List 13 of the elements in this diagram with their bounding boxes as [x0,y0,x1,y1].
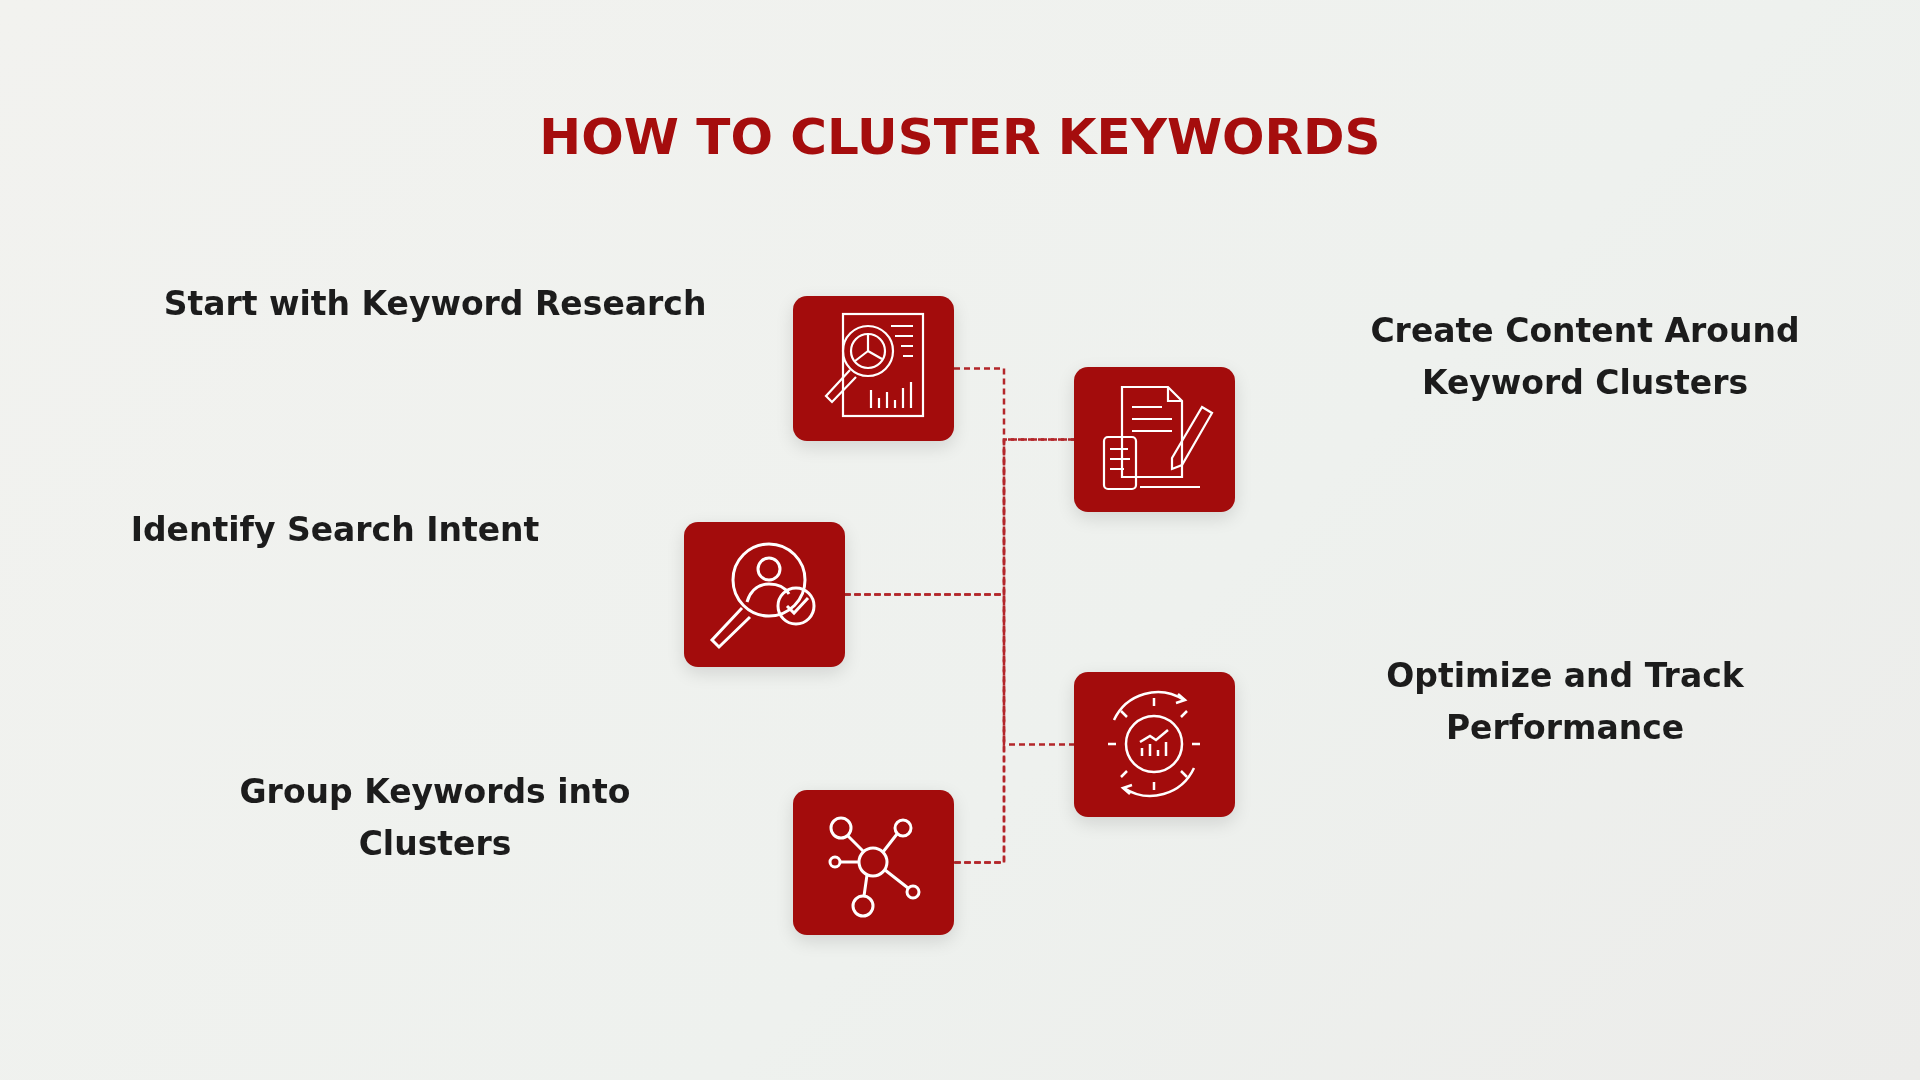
dashed-connector [845,593,1006,864]
icon-tile [793,790,954,935]
step-label: Optimize and Track Performance [1385,655,1745,749]
icon-tile [684,522,845,667]
icon-tile [793,296,954,441]
step-label: Identify Search Intent [129,509,541,551]
step-label: Start with Keyword Research [162,283,708,325]
step-label: Group Keywords into Clusters [238,771,632,865]
step-label: Create Content Around Keyword Clusters [1369,310,1801,404]
icon-tile [1074,672,1235,817]
title: HOW TO CLUSTER KEYWORDS [539,108,1381,166]
dashed-connector [1002,438,1074,746]
icon-tile [1074,367,1235,512]
